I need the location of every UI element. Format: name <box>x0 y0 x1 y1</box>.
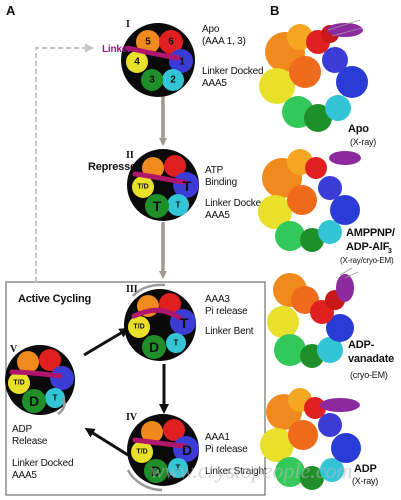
aaa2-domain <box>162 69 184 91</box>
adp-vanadate-surface-model <box>267 267 359 368</box>
state-iii-d: D <box>149 339 159 355</box>
structure-amppnp-name-1: AMPPNP/ <box>346 227 395 239</box>
state-iii-t2: T <box>174 339 179 348</box>
structure-amppnp-name-sub: 3 <box>388 248 392 255</box>
state-iii-line-2: Pi release <box>205 306 248 317</box>
state-iii-motion-arc <box>132 283 166 297</box>
aaa4-domain <box>126 51 148 73</box>
state-iii-numeral: III <box>126 284 138 295</box>
panel-label-b: B <box>270 3 279 18</box>
state-v-t: T <box>53 394 58 403</box>
state-v-extra-2: AAA5 <box>12 470 37 481</box>
aaa5-domain <box>136 30 160 54</box>
apo-surface-model <box>259 19 368 132</box>
structure-apo-method: (X-ray) <box>350 137 376 147</box>
state-ii-line-2: Binding <box>205 177 237 188</box>
arrow-iv-to-v <box>84 427 129 457</box>
ring-num-1: 1 <box>179 57 185 68</box>
arrow-v-to-iii <box>83 327 130 357</box>
aaa3-domain <box>141 69 163 91</box>
aaa6-domain <box>159 30 183 54</box>
amppnp-surface-model <box>258 149 361 252</box>
structure-vanadate-name-2: vanadate <box>348 353 394 365</box>
state-ii-numeral: II <box>126 150 134 161</box>
state-v-extra-1: Linker Docked <box>12 458 73 469</box>
state-ii-extra-2: AAA5 <box>205 210 230 221</box>
ring-num-3: 3 <box>149 75 155 86</box>
structure-amppnp: AMPPNP/ ADP-AlF 3 (X-ray/cryo-EM) <box>258 149 395 265</box>
state-v-numeral: V <box>10 344 18 355</box>
state-ii-td: T/D <box>137 184 148 191</box>
structure-apo: Apo (X-ray) <box>259 19 376 147</box>
state-v-td: T/D <box>13 380 24 387</box>
state-i-extra-2: AAA5 <box>202 78 227 89</box>
return-dashed-arrow <box>35 43 94 282</box>
state-v-ring: V D T T/D ADP Release Linker Docked AAA5 <box>5 344 75 481</box>
panel-label-a: A <box>6 3 16 18</box>
state-iv-t: T <box>176 464 181 473</box>
state-ii-t2: T <box>176 201 181 210</box>
state-iv-td: T/D <box>136 449 147 456</box>
state-i-ring: I 5 6 1 2 3 4 Linker Apo (AAA 1, 3) Link… <box>102 19 264 97</box>
state-iii-extra-1: Linker Bent <box>205 326 254 337</box>
active-cycling-box <box>5 281 266 496</box>
state-i-numeral: I <box>126 19 130 30</box>
state-ii-t1: T <box>183 178 192 194</box>
ring-num-5: 5 <box>145 37 151 48</box>
state-iv-numeral: IV <box>126 412 138 423</box>
state-v-d: D <box>29 393 39 409</box>
state-i-extra-1: Linker Docked <box>202 66 263 77</box>
state-iv-d1: D <box>182 442 192 458</box>
structure-amppnp-name-2: ADP-AlF <box>346 241 390 253</box>
state-iv-line-1: AAA1 <box>205 432 230 443</box>
ring-num-4: 4 <box>134 57 140 68</box>
repressed-label: Repressed <box>88 161 142 173</box>
active-cycling-label: Active Cycling <box>18 293 91 305</box>
state-iv-d2: D <box>151 463 161 479</box>
state-i-motor: 5 6 1 2 3 4 <box>121 23 195 97</box>
structure-adp-name: ADP <box>354 463 377 475</box>
watermark: www.crystopeople.com <box>150 458 352 483</box>
state-v-motion-arc <box>57 397 66 416</box>
linker-label: Linker <box>102 44 131 55</box>
ring-num-6: 6 <box>168 37 174 48</box>
state-iii-ring: III T T D T/D AAA3 Pi release Linker Ben… <box>124 283 254 361</box>
structure-vanadate-method: (cryo-EM) <box>350 370 388 380</box>
structure-adp-method: (X-ray) <box>352 476 378 486</box>
structure-apo-name: Apo <box>348 123 369 135</box>
state-ii-extra-1: Linker Docked <box>205 198 266 209</box>
state-i-line-1: Apo <box>202 24 220 35</box>
state-iv-ring: IV D T D T/D AAA1 Pi release Linker Stra… <box>126 412 267 492</box>
ring-num-2: 2 <box>170 75 176 86</box>
state-i-line-2: (AAA 1, 3) <box>202 36 246 47</box>
state-v-line-1: ADP <box>12 424 32 435</box>
structure-amppnp-method: (X-ray/cryo-EM) <box>340 256 394 265</box>
adp-surface-model <box>260 388 361 490</box>
structure-vanadate-name-1: ADP- <box>348 339 375 351</box>
state-iii-td: T/D <box>133 324 144 331</box>
state-iii-line-1: AAA3 <box>205 294 230 305</box>
state-ii-ring: II T T T T/D ATP Binding Linker Docked A… <box>126 149 267 221</box>
state-iv-line-2: Pi release <box>205 444 248 455</box>
structure-adp-vanadate: ADP- vanadate (cryo-EM) <box>267 267 394 380</box>
state-v-line-2: Release <box>12 436 48 447</box>
state-iv-motion-arc <box>126 469 163 492</box>
structure-adp: ADP (X-ray) <box>260 388 378 490</box>
state-iii-t1: T <box>180 315 189 331</box>
state-iv-extra-1: Linker Straight <box>205 466 267 477</box>
state-ii-line-1: ATP <box>205 165 224 176</box>
state-ii-t3: T <box>153 198 162 214</box>
linker <box>125 45 181 61</box>
